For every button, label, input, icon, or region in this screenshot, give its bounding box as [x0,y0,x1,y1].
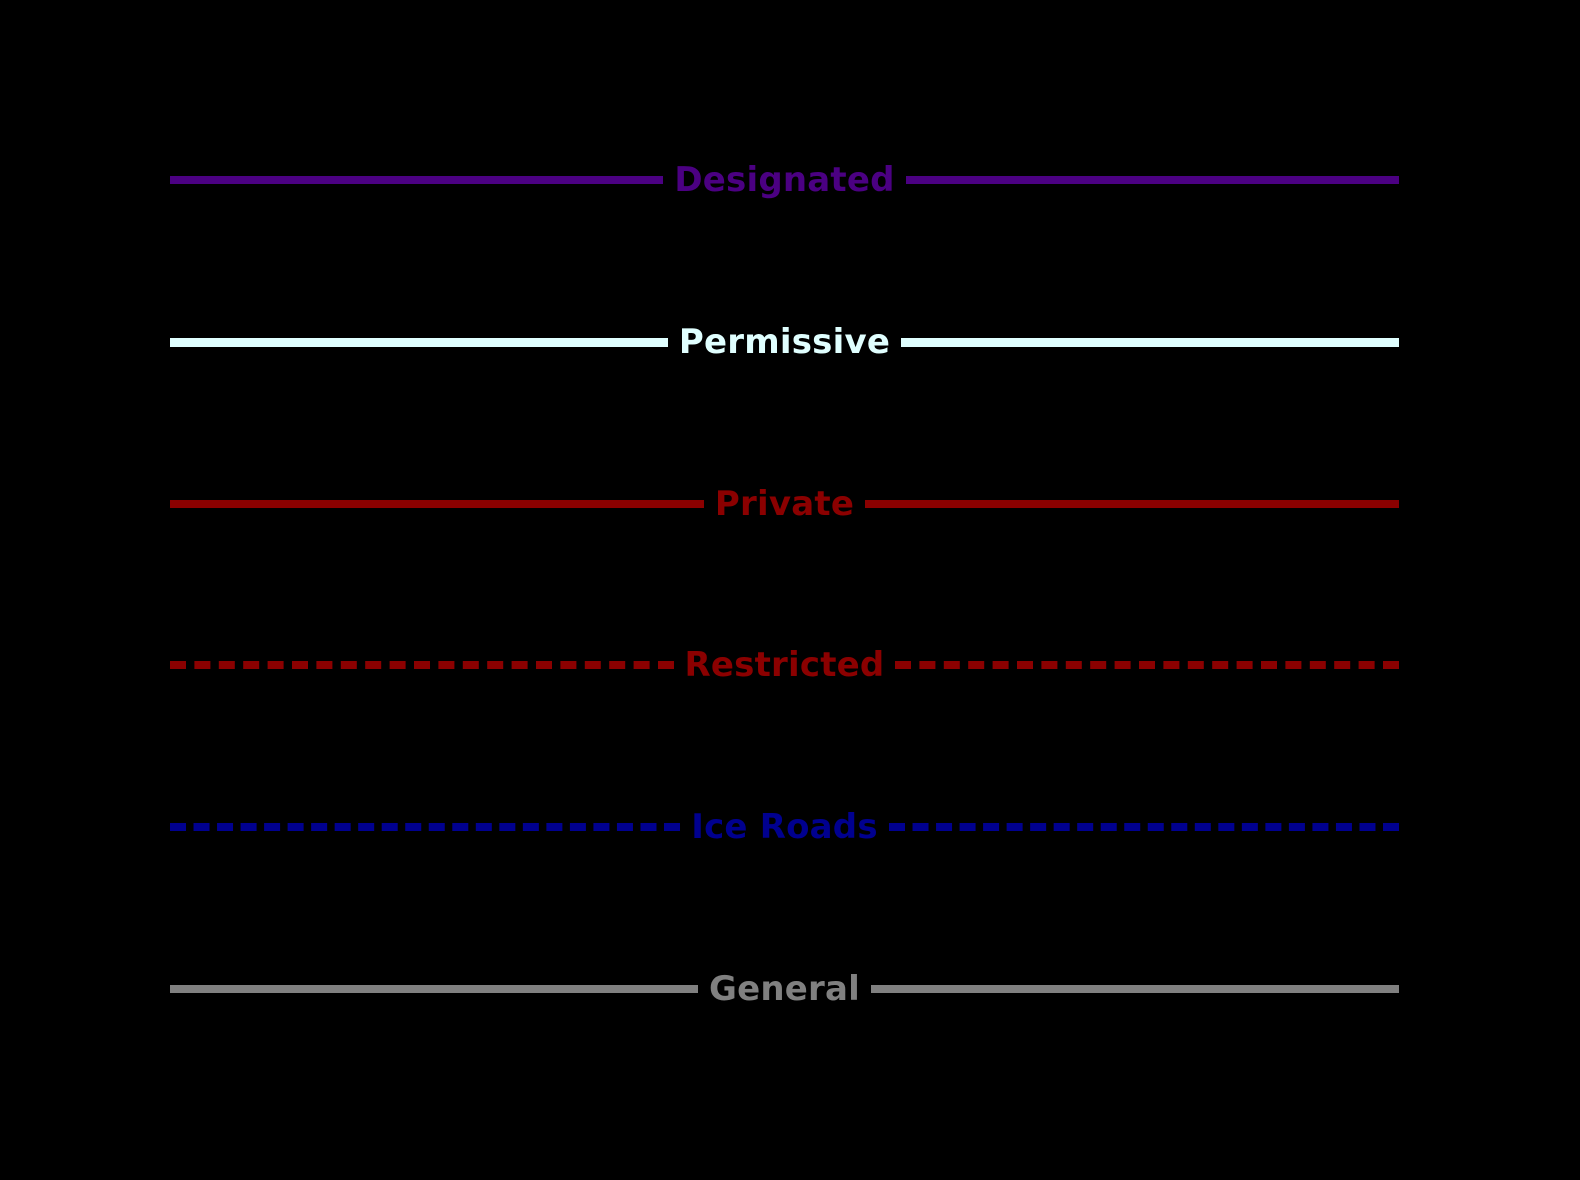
legend-entry-ice-roads: Ice Roads [170,803,1399,851]
legend-label-restricted: Restricted [684,645,885,685]
legend-line-left-private [170,500,704,508]
legend-line-right-permissive [901,337,1399,347]
legend-line-right-restricted [895,661,1399,669]
legend-line-right-private [865,500,1400,508]
legend-line-left-ice-roads [170,823,681,831]
legend-entry-general: General [170,965,1399,1013]
legend-line-right-ice-roads [888,823,1399,831]
legend-entry-designated: Designated [170,156,1399,204]
legend-line-left-permissive [170,337,668,347]
legend-entry-restricted: Restricted [170,641,1399,689]
legend-label-general: General [709,969,860,1009]
legend-line-right-designated [905,176,1399,184]
legend-label-private: Private [714,484,855,524]
legend-line-left-general [170,985,698,993]
legend-line-left-designated [170,176,664,184]
legend-label-ice-roads: Ice Roads [691,807,878,847]
legend-line-right-general [871,985,1399,993]
legend-label-permissive: Permissive [678,322,891,362]
legend-entry-permissive: Permissive [170,318,1399,366]
legend-entry-private: Private [170,480,1400,528]
legend-line-left-restricted [170,661,674,669]
legend-label-designated: Designated [674,160,895,200]
